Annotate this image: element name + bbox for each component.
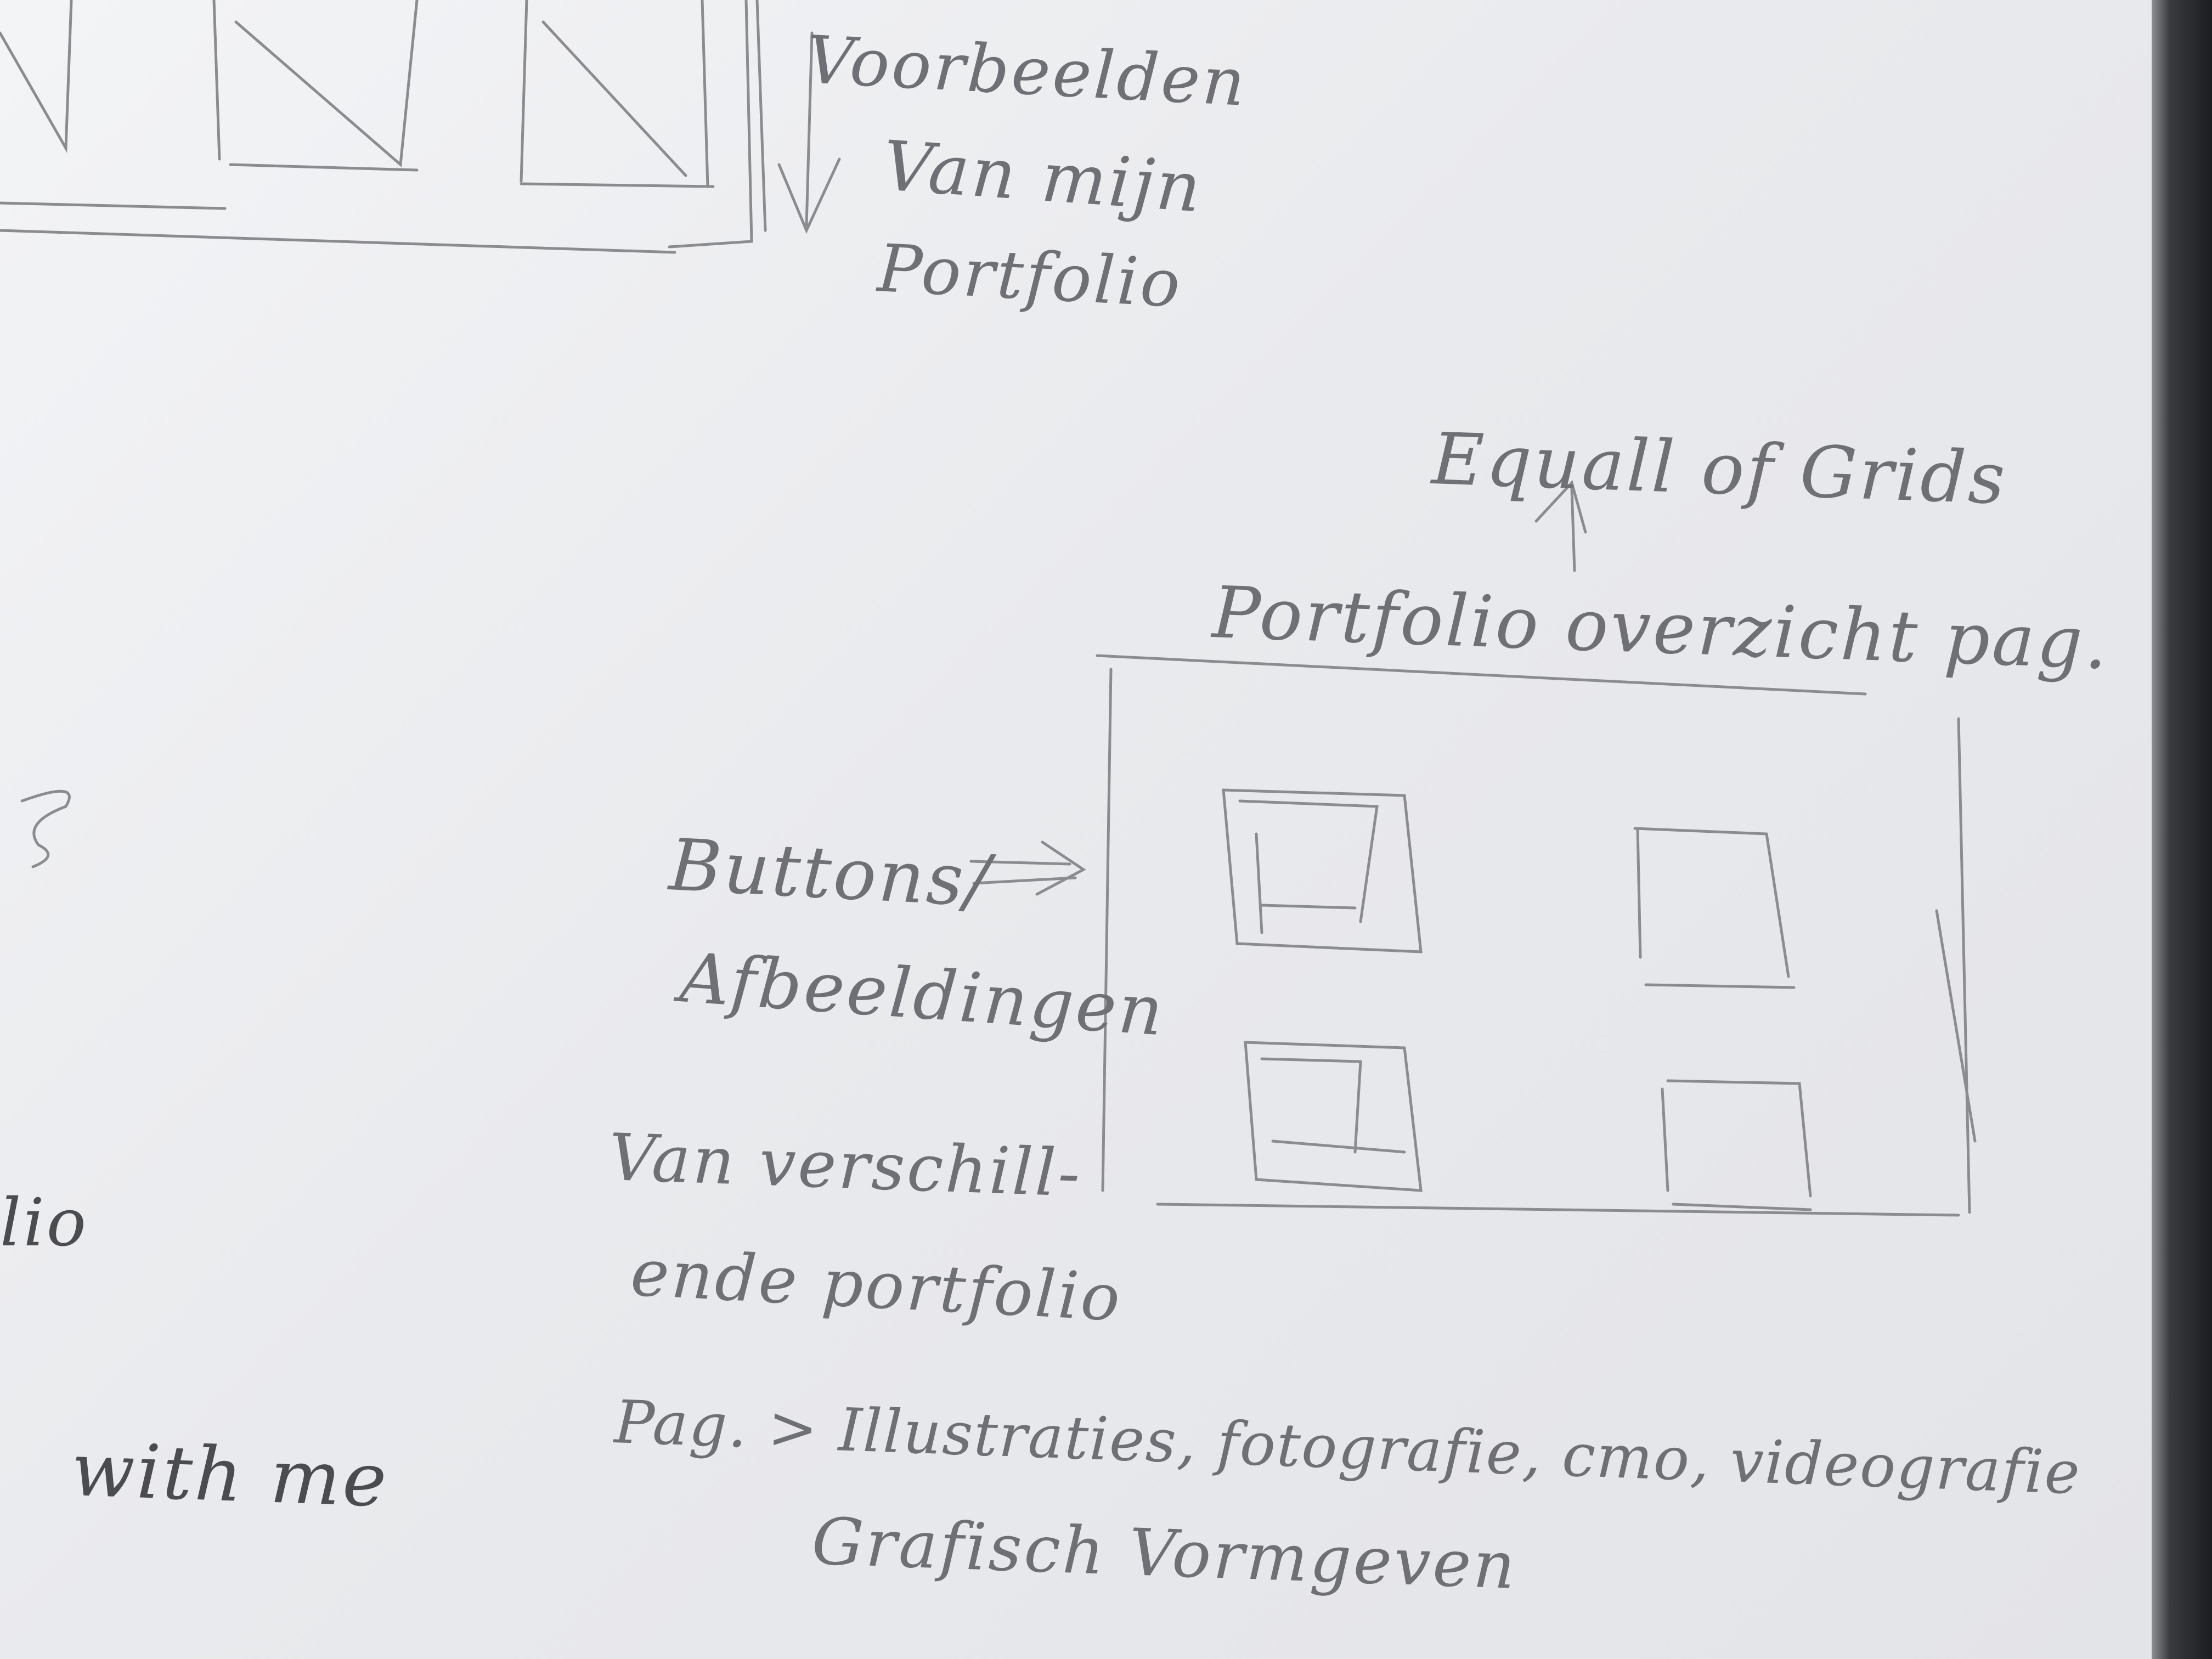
down-arrow-sketch	[777, 31, 841, 234]
grid-tile-1	[1222, 788, 1423, 953]
page-wireframe-frame	[1096, 654, 1977, 1217]
grid-tile-2	[1633, 827, 1796, 989]
squiggle-mark	[20, 789, 71, 868]
top-wireframe-sketch	[0, 0, 767, 254]
sketch-paper: Voorbeelden Van mijn Portfolio Equall of…	[0, 0, 2156, 1659]
right-arrow-sketch	[969, 840, 1086, 896]
note-portfolio: Portfolio	[876, 230, 1184, 323]
note-lio-fragment: lio	[0, 1185, 89, 1261]
note-buttons: Buttons/	[667, 823, 994, 923]
up-arrow-sketch	[1534, 480, 1587, 572]
grid-tile-3	[1244, 1041, 1423, 1192]
pencil-sketch-lines	[0, 0, 1977, 1217]
note-with-me: with me	[70, 1426, 391, 1524]
grid-tile-4	[1661, 1079, 1812, 1211]
paper-edge-shadow	[2152, 0, 2212, 1659]
